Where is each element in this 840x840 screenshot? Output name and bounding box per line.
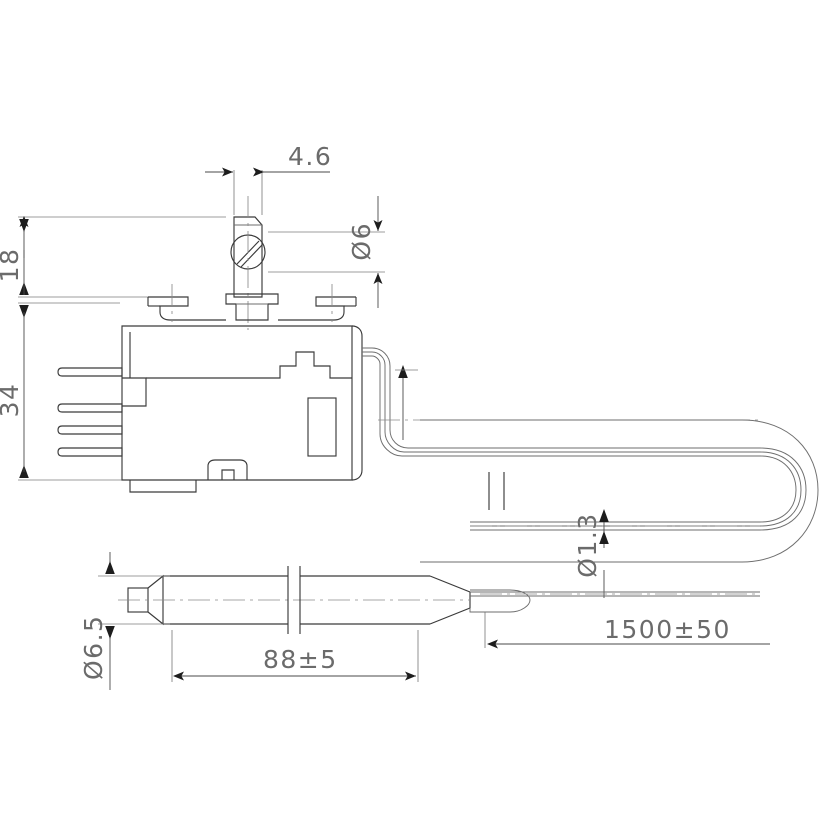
- shaft-diameter-dimension: Ø6: [268, 196, 385, 308]
- shaft-width-dimension: 4.6: [205, 142, 332, 215]
- dim-4-6-label: 4.6: [288, 142, 332, 171]
- adjustment-shaft: [230, 196, 266, 330]
- body-height-dimension: 34: [0, 302, 130, 481]
- bulb-length-dimension: 88±5: [171, 630, 419, 682]
- dim-18-label: 18: [0, 248, 24, 283]
- capillary-u-bend: [420, 419, 819, 563]
- capillary-outlet-leader: [395, 365, 418, 440]
- terminal-pins: [57, 367, 123, 457]
- mounting-tabs: [147, 284, 357, 322]
- capillary-tube-upper: [362, 347, 760, 457]
- dim-1500-label: 1500±50: [604, 615, 731, 644]
- dim-d6-label: Ø6: [347, 222, 376, 261]
- shaft-height-dimension: 18: [0, 216, 226, 298]
- sensing-bulb-probe: [118, 566, 760, 634]
- dim-34-label: 34: [0, 383, 24, 418]
- bulb-diameter-dimension: Ø6.5: [79, 552, 170, 690]
- dim-d13-label: Ø1.3: [573, 512, 602, 577]
- dim-88-label: 88±5: [263, 645, 338, 674]
- dim-d65-label: Ø6.5: [79, 615, 108, 680]
- capillary-diameter-dimension: Ø1.3: [573, 509, 609, 598]
- capillary-break-symbol: [488, 472, 505, 510]
- capillary-length-dimension: 1500±50: [484, 612, 770, 649]
- thermostat-housing: [121, 325, 363, 493]
